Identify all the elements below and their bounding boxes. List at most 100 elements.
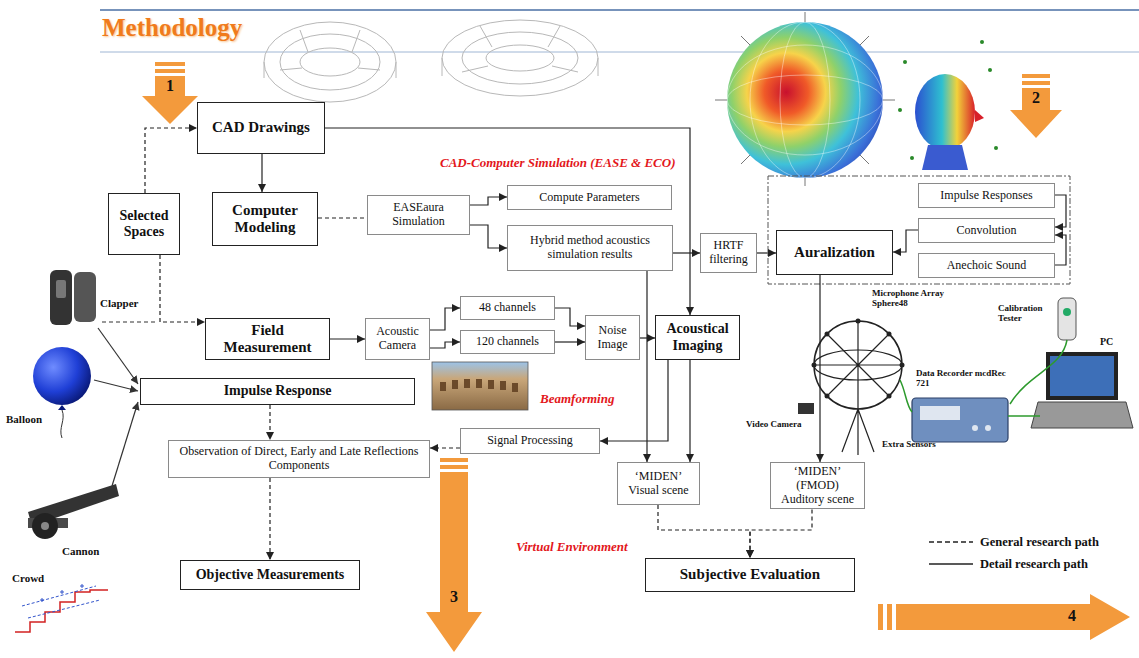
step-box: Compute Parameters (507, 185, 672, 210)
process-box: Acoustical Imaging (655, 315, 740, 360)
cables (900, 340, 1067, 416)
box-label: Compute Parameters (539, 191, 639, 205)
step-arrow (1010, 74, 1062, 138)
step-box: Anechoic Sound (918, 253, 1055, 278)
box-label: Signal Processing (487, 434, 573, 448)
calibration-tester (1058, 298, 1076, 340)
box-label: Impulse Response (224, 383, 332, 399)
flow-connector (325, 128, 690, 315)
flow-connector (470, 197, 507, 205)
legend-label: General research path (980, 535, 1099, 550)
clapper-icon (50, 270, 96, 325)
callout-number: 3 (450, 588, 458, 606)
process-box: Auralization (776, 230, 893, 275)
auralization-group (768, 176, 1070, 284)
equipment-label: Microphone Array Sphere48 (872, 289, 954, 309)
flow-connector (318, 217, 367, 218)
virtual-band: Virtual Environment ‘MIDEN’ Visual scene ‘… (508, 455, 905, 597)
step-box: 48 channels (460, 296, 555, 320)
simulation-band: CAD-Computer Simulation (EASE & ECO) CAD … (182, 15, 1075, 288)
step-box: Hybrid method acoustics simulation resul… (507, 225, 673, 271)
step-arrow (142, 62, 198, 124)
flow-connector (1055, 195, 1066, 227)
flow-connector (893, 230, 918, 252)
crowd-icon (15, 584, 108, 632)
step-box: ‘MIDEN’ Visual scene (617, 462, 700, 505)
box-label: 48 channels (479, 301, 536, 315)
box-label: Acoustical Imaging (660, 321, 735, 353)
step-arrow (878, 594, 1130, 640)
step-box: Impulse Responses (918, 183, 1055, 208)
microphone-array (812, 319, 905, 456)
flow-connector (145, 128, 197, 193)
process-box: Computer Modeling (212, 192, 318, 246)
flow-connector (430, 447, 460, 448)
flow-connector (757, 252, 776, 253)
colosseum-drawing (264, 20, 598, 102)
source-label: Cannon (62, 545, 99, 557)
top-rule (100, 9, 1139, 11)
box-label: Auralization (794, 244, 875, 261)
box-label: Field Measurement (210, 322, 325, 357)
colosseum-photo (432, 362, 528, 410)
legend-sample (928, 559, 974, 569)
data-recorder (912, 398, 1008, 442)
step-arrow (426, 458, 482, 652)
band-heading: Beamforming (540, 391, 614, 407)
box-label: Objective Measurements (196, 567, 345, 583)
flow-connector (430, 342, 460, 348)
callout-number: 4 (1068, 607, 1076, 625)
legend-item: Detail research path (928, 555, 1088, 573)
box-label: Subjective Evaluation (680, 566, 820, 583)
flow-connector (819, 275, 820, 462)
step-box: ‘MIDEN’ (FMOD) Auditory scene (770, 462, 865, 509)
equipment-label: Video Camera (746, 420, 801, 430)
box-label: Acoustic Camera (370, 325, 425, 353)
source-label: Clapper (100, 297, 139, 309)
step-box: Noise Image (585, 315, 640, 360)
flow-connector (555, 341, 585, 342)
clapper-path (102, 321, 158, 322)
box-label: Anechoic Sound (947, 259, 1027, 273)
source-label: Crowd (12, 572, 44, 584)
equipment-label: Extra Sensors (882, 440, 936, 450)
flow-connector (430, 308, 460, 330)
flow-connector (261, 154, 262, 192)
equipment-label: Calibration Tester (998, 304, 1056, 324)
callout-number: 2 (1032, 89, 1040, 107)
box-label: EASEaura Simulation (372, 201, 465, 229)
callout-number: 1 (166, 77, 174, 95)
diagram-title: Methodology (102, 14, 242, 42)
step-box: Acoustic Camera (365, 318, 430, 360)
flow-connector (269, 405, 270, 440)
video-camera (798, 403, 814, 414)
head-model (898, 40, 998, 170)
flow-connector (1055, 235, 1066, 265)
box-label: Hybrid method acoustics simulation resul… (512, 234, 668, 262)
box-label: ‘MIDEN’ Visual scene (622, 470, 695, 498)
box-label: Computer Modeling (217, 202, 313, 237)
title-rule (100, 52, 1139, 53)
legend-sample (928, 537, 974, 547)
flow-connector (470, 225, 507, 248)
band-heading: Virtual Environment (516, 539, 628, 555)
box-label: Observation of Direct, Early and Late Re… (173, 445, 425, 473)
legend-item: General research path (928, 533, 1099, 551)
process-box: Field Measurement (205, 318, 330, 360)
flow-connector (160, 255, 205, 322)
equipment-label: PC (1100, 336, 1113, 347)
step-box: Observation of Direct, Early and Late Re… (168, 440, 430, 478)
box-label: Impulse Responses (940, 189, 1032, 203)
process-box: Objective Measurements (180, 560, 360, 590)
box-label: CAD Drawings (212, 119, 310, 136)
flow-connector (330, 338, 365, 339)
box-label: 120 channels (476, 335, 539, 349)
box-label: ‘MIDEN’ (FMOD) Auditory scene (775, 465, 860, 506)
band-heading: CAD-Computer Simulation (EASE & ECO) (440, 155, 676, 171)
box-label: Selected Spaces (113, 208, 175, 240)
flow-connector (750, 509, 812, 558)
flow-connector (689, 360, 690, 462)
step-box: Signal Processing (460, 428, 600, 454)
